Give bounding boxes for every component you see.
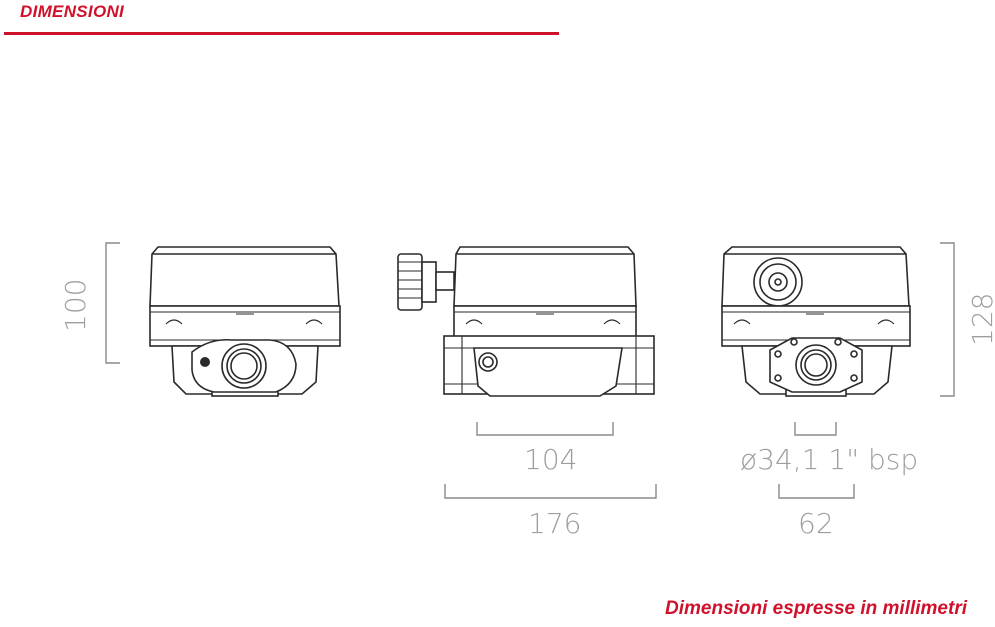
- section-title: DIMENSIONI: [20, 2, 125, 21]
- port-spacing-dimension: 62: [798, 507, 834, 540]
- units-note: Dimensioni espresse in millimetri: [665, 598, 967, 619]
- front-view: [149, 246, 341, 397]
- height-dimension-side: 128: [966, 292, 995, 346]
- body-length-dimension: 104: [524, 443, 578, 476]
- connection-dimension: ø34,1 1" bsp: [740, 443, 919, 476]
- total-length-dimension: 176: [528, 507, 582, 540]
- rear-view: [721, 246, 911, 397]
- side-view: [397, 246, 655, 397]
- title-underline: [4, 32, 559, 35]
- height-dimension-front: 100: [59, 278, 92, 332]
- dimension-lines: [105, 242, 955, 499]
